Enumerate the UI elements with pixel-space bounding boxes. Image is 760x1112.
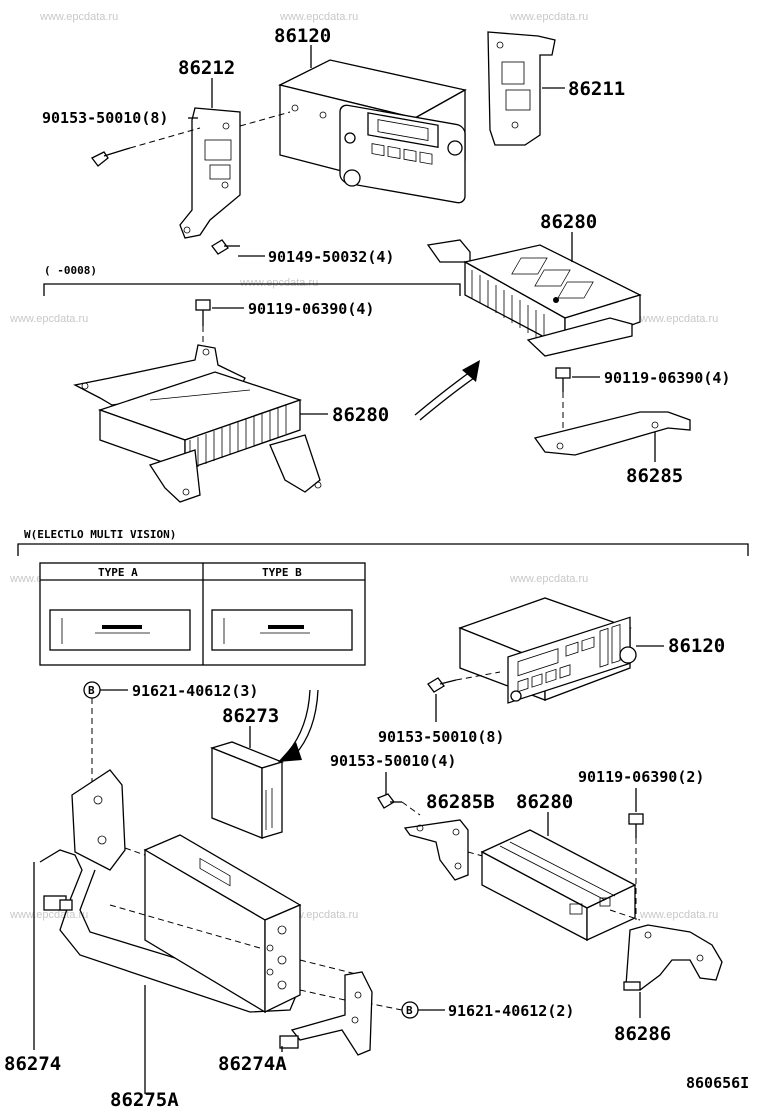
- watermark: www.epcdata.ru: [509, 573, 588, 585]
- type-a-label: TYPE A: [98, 566, 138, 579]
- b-marker: B: [406, 1004, 413, 1017]
- head-unit-86120-bottom: [458, 597, 637, 704]
- bracket-86211: [487, 31, 556, 146]
- watermark: www.epcdata.ru: [39, 11, 118, 23]
- b-marker: B: [88, 684, 95, 697]
- section-heading: W(ELECTLO MULTI VISION): [24, 528, 176, 541]
- label-90153-50010-8: 90153-50010(8): [378, 728, 504, 746]
- watermark: www.epcdata.ru: [9, 909, 88, 921]
- label-86120-bottom: 86120: [668, 635, 725, 657]
- bracket-86285b: [403, 819, 469, 881]
- bracket-86212: [179, 107, 241, 239]
- bracket-86286: [623, 924, 723, 991]
- bracket-86285: [533, 411, 691, 456]
- diagram-id: 860656I: [686, 1074, 749, 1092]
- label-86274a: 86274A: [218, 1053, 287, 1075]
- amplifier-86280-old: [73, 344, 322, 503]
- watermark: www.epcdata.ru: [9, 313, 88, 325]
- label-86286: 86286: [614, 1023, 671, 1045]
- label-86211: 86211: [568, 78, 625, 100]
- bolt-icon: [628, 813, 644, 838]
- label-86285: 86285: [626, 465, 683, 487]
- label-90149-50032: 90149-50032(4): [268, 248, 394, 266]
- direction-arrow: [293, 689, 319, 757]
- bolt-icon: [195, 299, 211, 326]
- bracket-86274a: [279, 971, 373, 1056]
- label-90119-06390-right: 90119-06390(4): [604, 369, 730, 387]
- screw-icon: [377, 793, 402, 809]
- bolt-icon: [555, 367, 571, 392]
- label-91621-40612-2: 91621-40612(2): [448, 1002, 574, 1020]
- label-86280-upper: 86280: [540, 211, 597, 233]
- amplifier-86280-upper: [426, 239, 642, 357]
- screw-icon: [91, 147, 131, 167]
- head-unit-86120-top: [278, 59, 467, 204]
- label-86280-old: 86280: [332, 404, 389, 426]
- label-86285b: 86285B: [426, 791, 495, 813]
- label-91621-40612-3: 91621-40612(3): [132, 682, 258, 700]
- label-86275a: 86275A: [110, 1089, 179, 1111]
- direction-arrow: [414, 360, 480, 421]
- amplifier-86280-lower: [480, 829, 637, 942]
- label-90119-06390-left: 90119-06390(4): [248, 300, 374, 318]
- label-86274: 86274: [4, 1053, 61, 1075]
- screw-icon: [427, 677, 457, 693]
- watermark: www.epcdata.ru: [639, 313, 718, 325]
- label-86120: 86120: [274, 25, 331, 47]
- range-bracket: [43, 283, 461, 296]
- ecu-86273: [210, 741, 284, 839]
- section-bracket: [17, 543, 749, 556]
- label-90119-06390-2: 90119-06390(2): [578, 768, 704, 786]
- date-range: ( -0008): [44, 264, 97, 277]
- label-86273: 86273: [222, 705, 279, 727]
- arrowhead: [278, 742, 302, 762]
- watermark: www.epcdata.ru: [239, 277, 318, 289]
- watermark: www.epcdata.ru: [279, 11, 358, 23]
- label-90153-50010-4: 90153-50010(4): [330, 752, 456, 770]
- watermark: www.epcdata.ru: [639, 909, 718, 921]
- type-b-label: TYPE B: [262, 566, 302, 579]
- watermark: www.epcdata.ru: [509, 11, 588, 23]
- label-90153-50010: 90153-50010(8): [42, 109, 168, 127]
- display-assembly-86275a: [39, 769, 302, 1014]
- direction-arrow: [287, 689, 311, 753]
- label-86280-lower: 86280: [516, 791, 573, 813]
- label-86212: 86212: [178, 57, 235, 79]
- type-comparison-box: TYPE A TYPE B: [39, 562, 366, 666]
- screw-icon: [211, 239, 240, 255]
